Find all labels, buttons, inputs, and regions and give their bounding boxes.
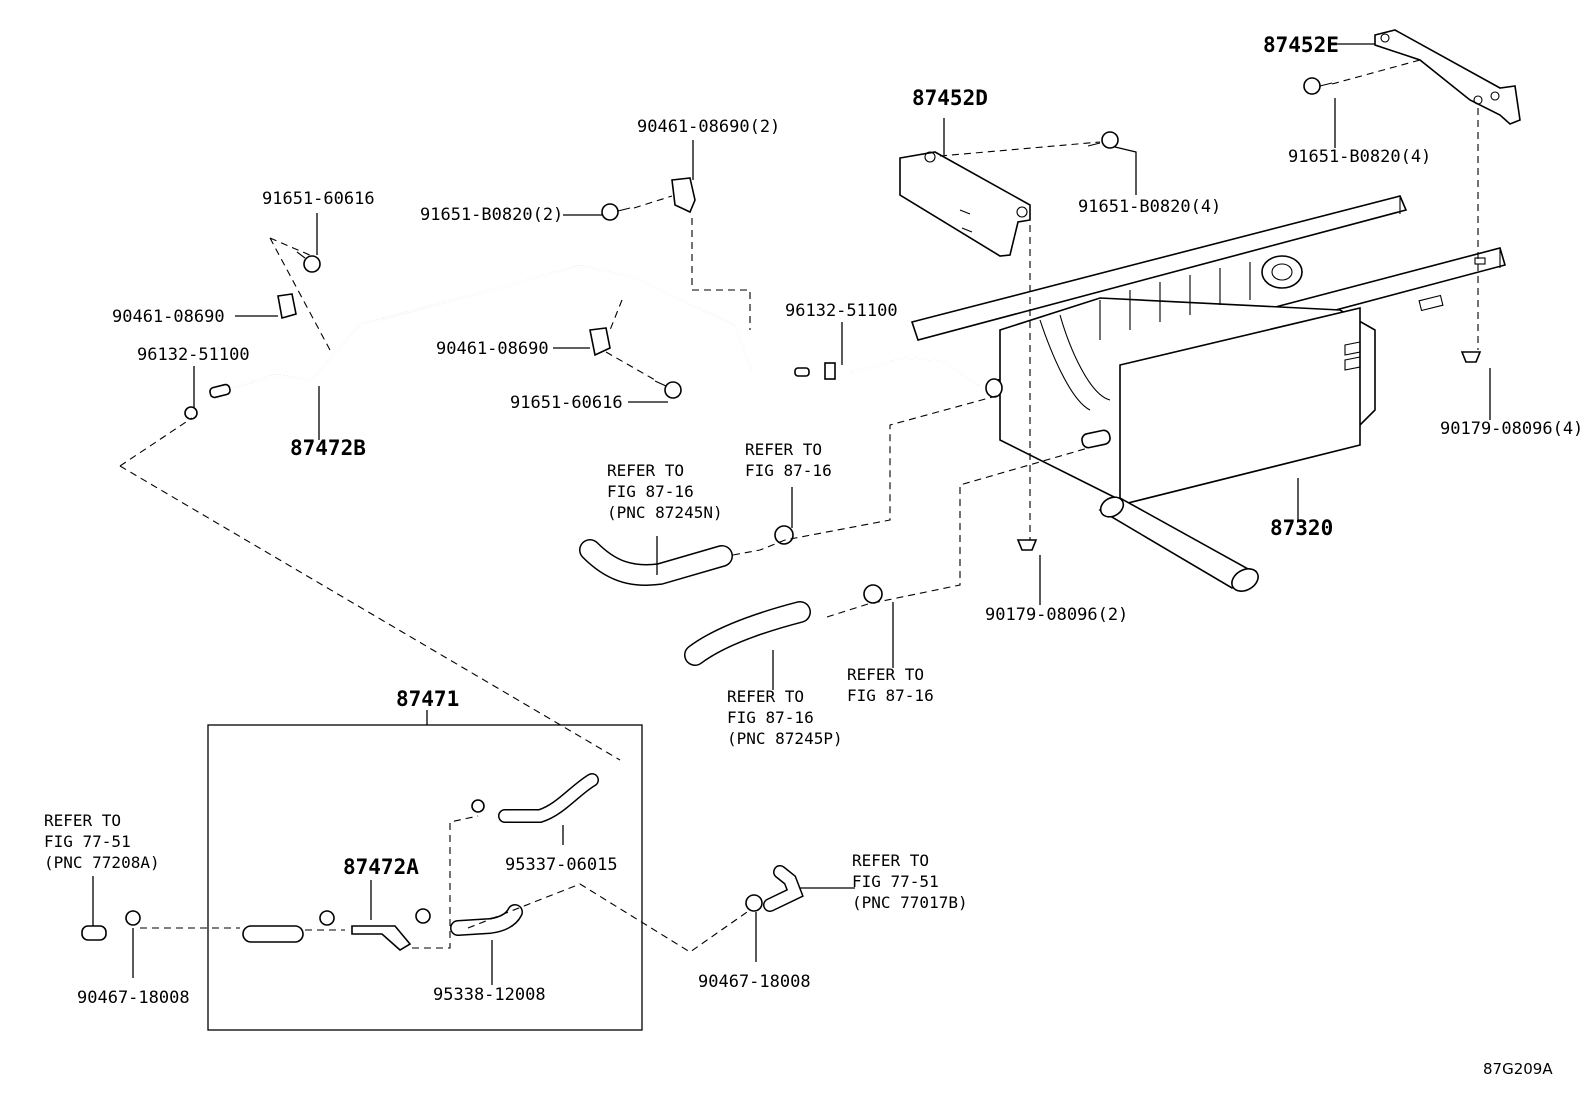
label-96132-51100-right: 96132-51100 [785, 301, 898, 321]
label-87452E: 87452E [1263, 33, 1339, 57]
kit-box-87471 [207, 724, 643, 1031]
ref-87245P-line1: REFER TO [727, 687, 804, 706]
label-90461-08690-2: 90461-08690(2) [637, 117, 780, 137]
ref-87-16-b-line2: FIG 87-16 [847, 686, 934, 705]
label-87471: 87471 [396, 687, 459, 711]
reference-notes: REFER TO FIG 87-16 (PNC 87245N) REFER TO… [44, 440, 968, 912]
part-labels: 87452E 87452D 91651-B0820(4) 91651-B0820… [77, 33, 1583, 1008]
heater-unit-87320 [910, 195, 1506, 592]
alignment-lines [119, 59, 1479, 953]
label-90461-08690-left: 90461-08690 [112, 307, 225, 327]
label-90179-08096-2: 90179-08096(2) [985, 605, 1128, 625]
ref-87-16-b-line1: REFER TO [847, 665, 924, 684]
ref-87-16-a-line2: FIG 87-16 [745, 461, 832, 480]
ref-87245P-line3: (PNC 87245P) [727, 729, 843, 748]
ref-87245P-line2: FIG 87-16 [727, 708, 814, 727]
grommet-icon [1016, 351, 1482, 551]
label-90461-08690-mid: 90461-08690 [436, 339, 549, 359]
ref-77017B-line1: REFER TO [852, 851, 929, 870]
label-87452D: 87452D [912, 86, 988, 110]
ref-87-16-a-line1: REFER TO [745, 440, 822, 459]
label-90179-08096-4: 90179-08096(4) [1440, 419, 1583, 439]
label-87472A: 87472A [343, 855, 419, 879]
hose-clamp-icon [125, 525, 883, 926]
label-91651-60616-mid: 91651-60616 [510, 393, 623, 413]
clamp-icon [184, 177, 836, 420]
ref-87245N-line2: FIG 87-16 [607, 482, 694, 501]
ref-77208A-line1: REFER TO [44, 811, 121, 830]
label-91651-b0820-2: 91651-B0820(2) [420, 205, 563, 225]
label-91651-60616-left: 91651-60616 [262, 189, 375, 209]
diagram-id: 87G209A [1483, 1060, 1553, 1078]
kit-hoses [81, 773, 804, 951]
label-95338-12008: 95338-12008 [433, 985, 546, 1005]
bracket-87452D [899, 151, 1031, 257]
ref-87245N-line1: REFER TO [607, 461, 684, 480]
ref-87245N-line3: (PNC 87245N) [607, 503, 723, 522]
bolt-icon [296, 77, 1333, 399]
label-96132-51100-left: 96132-51100 [137, 345, 250, 365]
label-90467-18008-left: 90467-18008 [77, 988, 190, 1008]
ref-77017B-line3: (PNC 77017B) [852, 893, 968, 912]
ref-77017B-line2: FIG 77-51 [852, 872, 939, 891]
label-91651-b0820-4-top: 91651-B0820(4) [1288, 147, 1431, 167]
label-87320: 87320 [1270, 516, 1333, 540]
fuel-pipe-87472B [209, 264, 810, 399]
leader-lines [92, 43, 1491, 985]
hose-87245N [579, 539, 733, 586]
ref-77208A-line2: FIG 77-51 [44, 832, 131, 851]
ref-77208A-line3: (PNC 77208A) [44, 853, 160, 872]
label-87472B: 87472B [290, 436, 366, 460]
bracket-87452E [1374, 29, 1521, 125]
label-95337-06015: 95337-06015 [505, 855, 618, 875]
label-91651-b0820-4-mid: 91651-B0820(4) [1078, 197, 1221, 217]
label-90467-18008-right: 90467-18008 [698, 972, 811, 992]
hose-87245P [684, 601, 811, 666]
